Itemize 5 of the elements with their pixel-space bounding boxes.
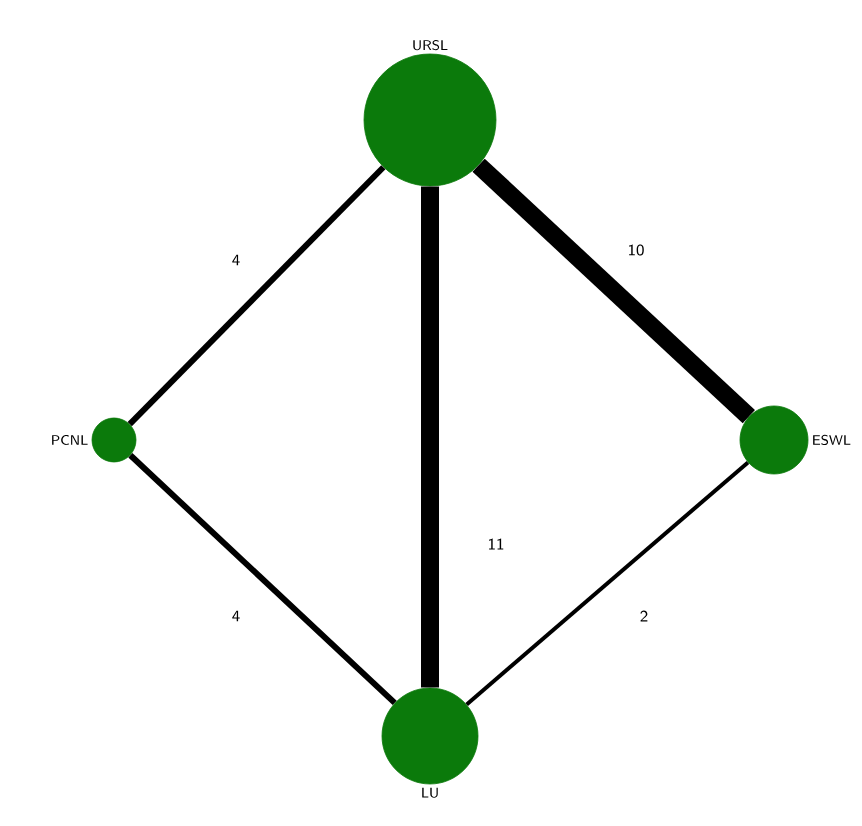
- network-edge: [127, 165, 386, 427]
- network-edge: [472, 158, 755, 424]
- network-edge: [465, 460, 750, 706]
- network-edge: [421, 186, 439, 688]
- network-edge: [128, 453, 397, 706]
